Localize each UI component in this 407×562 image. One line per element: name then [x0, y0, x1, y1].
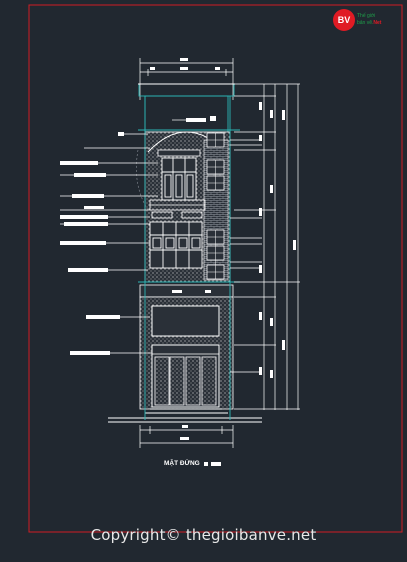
logo-badge-icon: BV [333, 9, 355, 31]
drawing-title: MẶT ĐỨNG [164, 460, 200, 467]
top-dim-labels [150, 58, 220, 70]
floor1-band [139, 284, 234, 298]
floor1-band-dims [172, 290, 211, 293]
left-annotation-text [60, 116, 216, 355]
logo-line-2-prefix: bản vẽ. [357, 20, 374, 26]
side-window-mullions [207, 133, 224, 279]
copyright-watermark: Copyright© thegioibanve.net [90, 526, 317, 544]
floor2-window [149, 221, 203, 269]
brand-logo: BV Thế giới bản vẽ.Net [333, 9, 397, 33]
bottom-dim-labels [180, 425, 189, 440]
top-dimensions [139, 58, 234, 100]
title-marks [204, 462, 221, 466]
floor1-door-panels [154, 356, 217, 406]
right-dimensions [234, 83, 300, 410]
logo-line-2-accent: Net [373, 20, 382, 26]
floor3-lintel [157, 149, 201, 157]
right-dim-labels [259, 102, 296, 378]
floor1-transom [151, 305, 220, 337]
floor3-window [161, 157, 197, 201]
cyan-guides [138, 96, 240, 420]
arch-guide [136, 149, 149, 211]
ground-line [108, 408, 262, 423]
roof [138, 83, 235, 133]
logo-line-2: bản vẽ.Net [357, 20, 381, 26]
bottom-dimensions [139, 425, 234, 448]
right-level-ticks [230, 139, 262, 373]
floor3-balcony [149, 199, 206, 219]
sheet-frame [28, 4, 403, 533]
logo-line-1: Thế giới [357, 13, 376, 19]
